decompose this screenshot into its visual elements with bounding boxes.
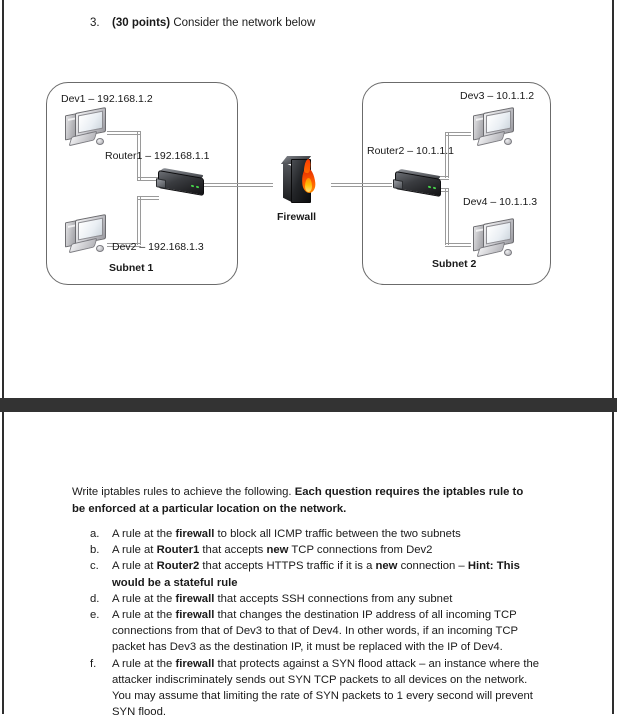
instructions-emphasis: Each question requires the iptables rule… <box>72 486 524 515</box>
desktop-computer-icon <box>62 106 108 148</box>
question-points: (30 points) <box>112 17 171 29</box>
subnet-2-title: Subnet 2 <box>432 258 477 270</box>
document-page-bottom: Write iptables rules to achieve the foll… <box>4 412 612 718</box>
rule-item: b. A rule at Router1 that accepts new TCP… <box>90 542 542 558</box>
document-page-top: 3. (30 points) Consider the network belo… <box>4 0 612 398</box>
router-icon <box>154 167 206 197</box>
desktop-computer-icon <box>470 217 516 259</box>
rule-marker: f. <box>90 657 97 670</box>
desktop-computer-icon <box>62 213 108 255</box>
link-dev1-h2 <box>137 177 159 181</box>
instructions-paragraph: Write iptables rules to achieve the foll… <box>72 484 538 517</box>
rule-marker: b. <box>90 544 100 557</box>
router1-label: Router1 – 192.168.1.1 <box>105 150 210 162</box>
scan-edge-left <box>2 0 4 714</box>
scan-edge-right <box>612 0 614 714</box>
desktop-computer-icon <box>470 106 516 148</box>
dev4-label: Dev4 – 10.1.1.3 <box>463 196 538 208</box>
router-icon <box>391 168 443 198</box>
link-dev4-v <box>445 188 449 245</box>
rule-marker: c. <box>90 560 99 573</box>
rule-text: A rule at Router1 that accepts new TCP c… <box>112 544 433 557</box>
link-dev2-h1 <box>107 243 141 247</box>
dev1-label: Dev1 – 192.168.1.2 <box>61 93 153 105</box>
link-dev3-v <box>445 132 449 178</box>
rule-marker: d. <box>90 592 100 605</box>
link-firewall-router2 <box>331 183 392 187</box>
link-dev4-h2 <box>445 243 471 247</box>
rule-marker: a. <box>90 528 100 540</box>
router2-label: Router2 – 10.1.1.1 <box>367 145 454 157</box>
subnet-1-title: Subnet 1 <box>109 262 154 274</box>
rule-text: A rule at the firewall that accepts SSH … <box>112 592 453 605</box>
page-separator <box>0 398 617 412</box>
question-heading: (30 points) Consider the network below <box>112 17 315 29</box>
rules-list: a. A rule at the firewall to block all IC… <box>90 526 542 720</box>
link-dev1-v <box>137 131 141 181</box>
rule-item: f. A rule at the firewall that protects a… <box>90 656 542 720</box>
network-topology-diagram: Dev1 – 192.168.1.2 Router1 – 192.168.1.1… <box>4 0 612 398</box>
rule-marker: e. <box>90 609 100 622</box>
firewall-flame-icon <box>280 156 322 208</box>
link-dev2-v <box>137 196 141 245</box>
instructions-lead: Write iptables rules to achieve the foll… <box>72 486 295 498</box>
rule-item: d. A rule at the firewall that accepts SS… <box>90 591 542 607</box>
link-dev3-h2 <box>445 132 471 136</box>
dev2-label: Dev2 – 192.168.1.3 <box>112 241 204 253</box>
firewall-label: Firewall <box>277 211 317 223</box>
rule-item: a. A rule at the firewall to block all IC… <box>90 526 542 542</box>
link-router1-firewall <box>201 183 273 187</box>
link-dev2-h2 <box>137 196 159 200</box>
rule-item: e. A rule at the firewall that changes th… <box>90 607 542 656</box>
rule-text: A rule at Router2 that accepts HTTPS tra… <box>112 560 520 589</box>
rule-text: A rule at the firewall to block all ICMP… <box>112 528 461 540</box>
dev3-label: Dev3 – 10.1.1.2 <box>460 90 535 102</box>
rule-item: c. A rule at Router2 that accepts HTTPS t… <box>90 558 542 590</box>
question-prompt: Consider the network below <box>170 17 316 29</box>
rule-text: A rule at the firewall that protects aga… <box>112 657 540 719</box>
question-number: 3. <box>90 17 100 29</box>
link-dev1-h1 <box>107 131 141 135</box>
rule-text: A rule at the firewall that changes the … <box>112 609 518 654</box>
